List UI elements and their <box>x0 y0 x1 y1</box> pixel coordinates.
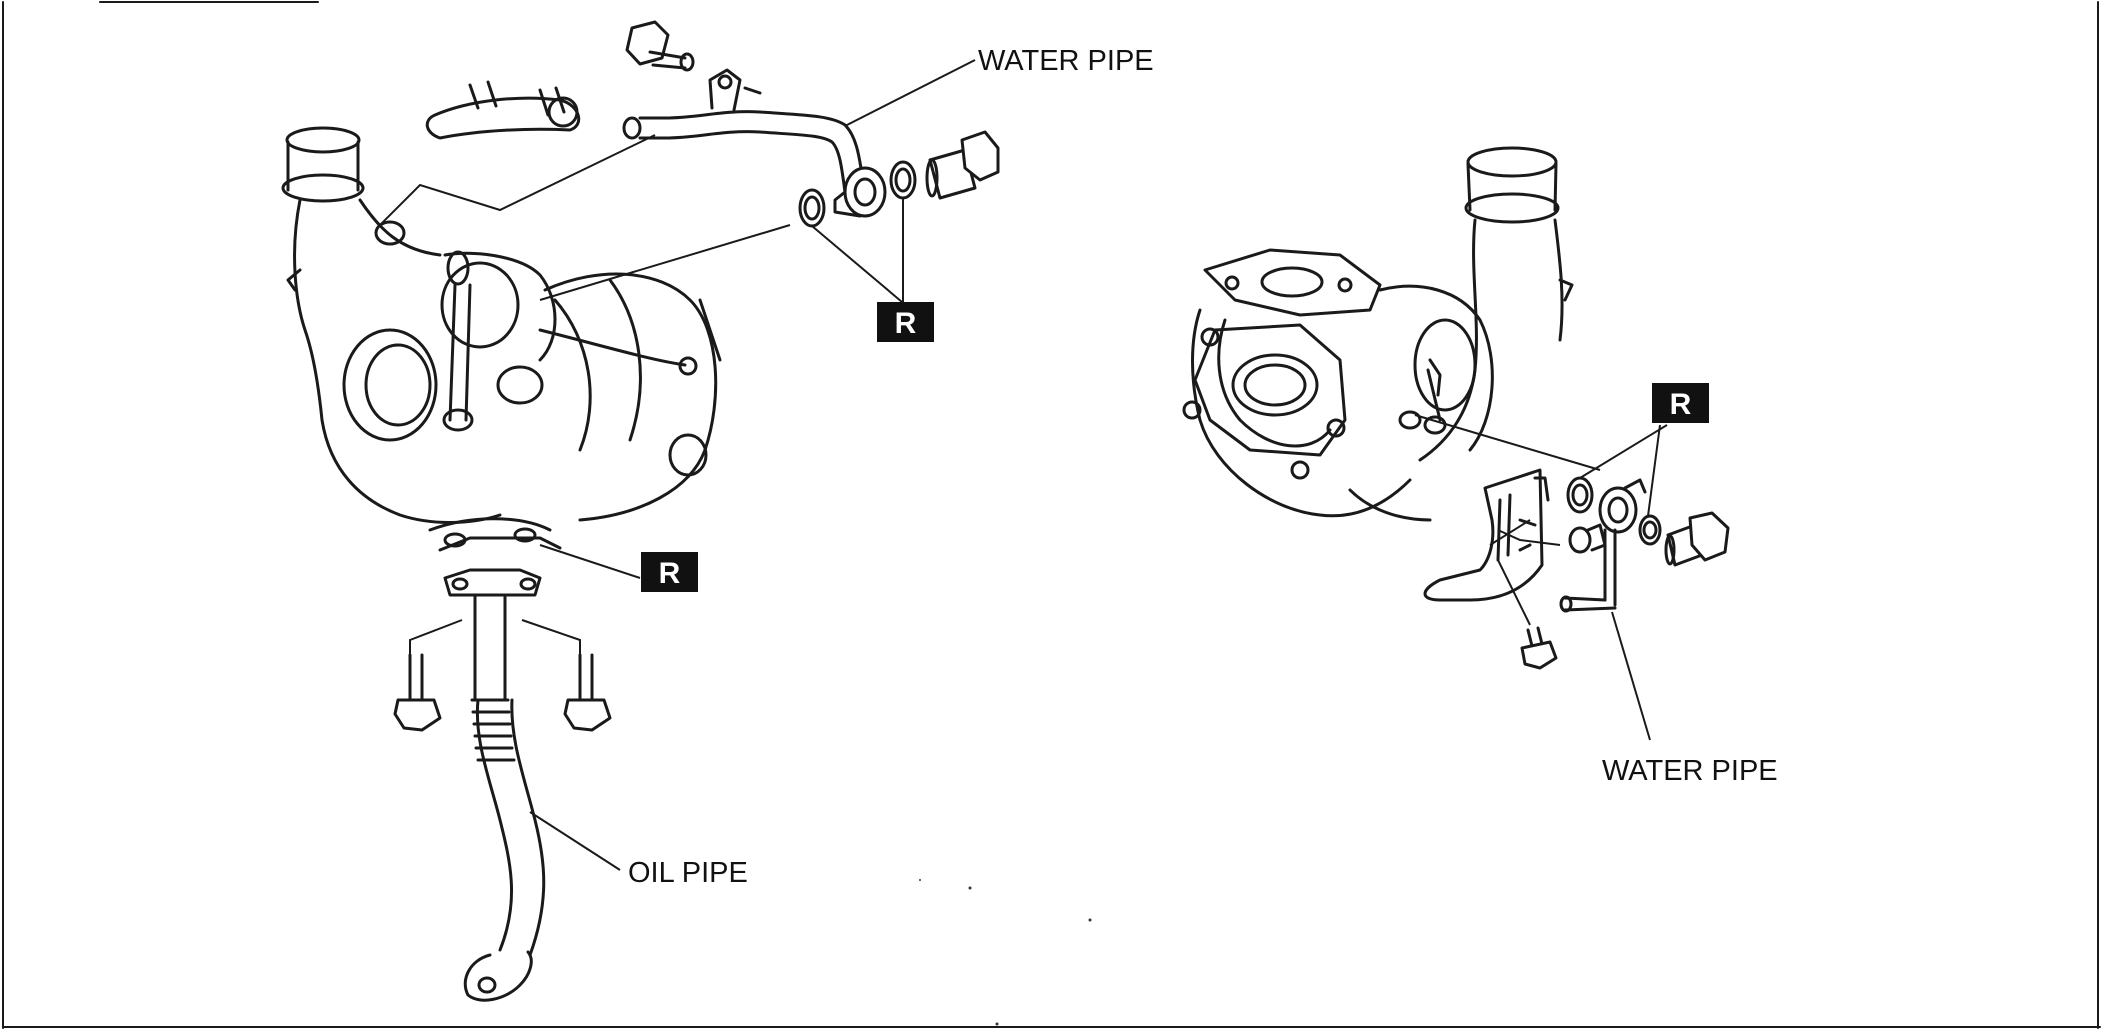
flange-bolt-right <box>563 653 612 732</box>
leader-lines-left <box>379 59 976 871</box>
turbocharger-right <box>1182 146 1574 522</box>
label-oil-pipe: OIL PIPE <box>628 857 748 889</box>
scan-specks <box>919 879 1092 1026</box>
bracket-right <box>1423 468 1550 602</box>
replace-badge-right-text: R <box>1670 388 1692 421</box>
union-bolt-left <box>925 130 1000 200</box>
oil-pipe-left <box>443 568 546 1002</box>
small-washer-right <box>1568 523 1607 554</box>
water-pipe-left <box>622 68 887 218</box>
replace-badge-right: R <box>1652 383 1709 423</box>
replace-badge-left-text: R <box>659 557 681 590</box>
label-water-pipe-right: WATER PIPE <box>1602 755 1778 787</box>
replace-badge-left: R <box>641 552 698 592</box>
turbocharger-left <box>281 126 722 552</box>
label-water-pipe-top: WATER PIPE <box>978 45 1154 77</box>
water-pipe-right <box>1559 476 1662 613</box>
bolt-top-left <box>625 20 695 72</box>
union-bolt-right <box>1664 511 1730 567</box>
bolt-bracket-right <box>1520 626 1558 670</box>
replace-badge-top-text: R <box>895 307 917 340</box>
washers-left <box>798 160 917 228</box>
coolant-hose-left <box>425 80 581 140</box>
replace-badge-top: R <box>877 302 934 342</box>
flange-bolt-left <box>393 653 442 732</box>
leader-lines-right <box>1414 414 1668 741</box>
